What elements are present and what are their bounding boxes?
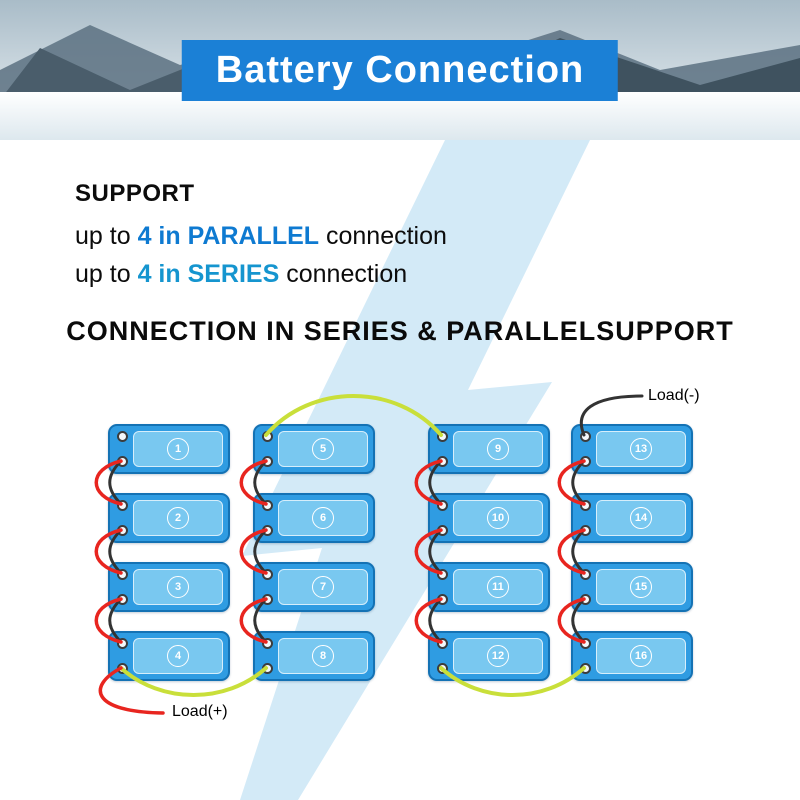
battery-10: 10 xyxy=(428,493,550,543)
battery-1: 1 xyxy=(108,424,230,474)
battery-number: 9 xyxy=(487,438,509,460)
positive-terminal xyxy=(262,594,273,605)
battery-11: 11 xyxy=(428,562,550,612)
battery-number: 2 xyxy=(167,507,189,529)
positive-terminal xyxy=(437,525,448,536)
battery-number: 6 xyxy=(312,507,334,529)
battery-number: 11 xyxy=(487,576,509,598)
positive-terminal xyxy=(117,594,128,605)
positive-terminal xyxy=(580,594,591,605)
parallel-suffix: connection xyxy=(319,222,447,250)
battery-number: 13 xyxy=(630,438,652,460)
battery-number: 16 xyxy=(630,645,652,667)
battery-9: 9 xyxy=(428,424,550,474)
battery-number: 4 xyxy=(167,645,189,667)
battery-3: 3 xyxy=(108,562,230,612)
support-line-parallel: up to 4 in PARALLEL connection xyxy=(75,222,447,251)
battery-13: 13 xyxy=(571,424,693,474)
negative-terminal xyxy=(117,638,128,649)
negative-terminal xyxy=(437,431,448,442)
negative-terminal xyxy=(437,569,448,580)
positive-terminal xyxy=(437,663,448,674)
battery-number: 10 xyxy=(487,507,509,529)
negative-terminal xyxy=(580,431,591,442)
battery-number: 3 xyxy=(167,576,189,598)
negative-terminal xyxy=(117,500,128,511)
positive-terminal xyxy=(262,663,273,674)
positive-terminal xyxy=(580,525,591,536)
parallel-highlight: 4 in PARALLEL xyxy=(137,222,320,250)
header-banner: Battery Connection xyxy=(0,0,800,140)
positive-terminal xyxy=(580,663,591,674)
battery-face: 12 xyxy=(453,638,543,674)
support-title: SUPPORT xyxy=(75,180,195,207)
battery-face: 15 xyxy=(596,569,686,605)
battery-number: 8 xyxy=(312,645,334,667)
positive-terminal xyxy=(262,456,273,467)
series-prefix: up to xyxy=(75,260,138,288)
positive-terminal xyxy=(117,456,128,467)
battery-face: 4 xyxy=(133,638,223,674)
negative-terminal xyxy=(262,569,273,580)
positive-terminal xyxy=(437,456,448,467)
battery-6: 6 xyxy=(253,493,375,543)
negative-terminal xyxy=(262,431,273,442)
series-suffix: connection xyxy=(279,260,408,288)
battery-face: 9 xyxy=(453,431,543,467)
battery-2: 2 xyxy=(108,493,230,543)
negative-terminal xyxy=(437,638,448,649)
negative-terminal xyxy=(117,431,128,442)
positive-terminal xyxy=(117,525,128,536)
battery-face: 10 xyxy=(453,500,543,536)
positive-terminal xyxy=(580,456,591,467)
positive-terminal xyxy=(117,663,128,674)
diagram-heading: CONNECTION IN SERIES & PARALLELSUPPORT xyxy=(66,316,734,346)
battery-face: 16 xyxy=(596,638,686,674)
battery-face: 2 xyxy=(133,500,223,536)
battery-14: 14 xyxy=(571,493,693,543)
battery-number: 12 xyxy=(487,645,509,667)
battery-number: 5 xyxy=(312,438,334,460)
battery-7: 7 xyxy=(253,562,375,612)
support-line-series: up to 4 in SERIES connection xyxy=(75,260,447,289)
battery-face: 6 xyxy=(278,500,368,536)
parallel-prefix: up to xyxy=(75,222,138,250)
load-negative-label: Load(-) xyxy=(648,387,700,404)
negative-terminal xyxy=(580,500,591,511)
battery-number: 15 xyxy=(630,576,652,598)
battery-face: 3 xyxy=(133,569,223,605)
battery-number: 14 xyxy=(630,507,652,529)
battery-16: 16 xyxy=(571,631,693,681)
positive-terminal xyxy=(437,594,448,605)
negative-terminal xyxy=(117,569,128,580)
battery-5: 5 xyxy=(253,424,375,474)
battery-face: 14 xyxy=(596,500,686,536)
battery-face: 8 xyxy=(278,638,368,674)
title-bar: Battery Connection xyxy=(181,40,619,101)
support-block: SUPPORT up to 4 in PARALLEL connection u… xyxy=(75,180,447,298)
battery-12: 12 xyxy=(428,631,550,681)
battery-face: 11 xyxy=(453,569,543,605)
battery-face: 5 xyxy=(278,431,368,467)
battery-number: 1 xyxy=(167,438,189,460)
negative-terminal xyxy=(437,500,448,511)
negative-terminal xyxy=(262,638,273,649)
negative-terminal xyxy=(580,638,591,649)
battery-face: 13 xyxy=(596,431,686,467)
battery-face: 1 xyxy=(133,431,223,467)
negative-terminal xyxy=(580,569,591,580)
negative-terminal xyxy=(262,500,273,511)
battery-number: 7 xyxy=(312,576,334,598)
battery-face: 7 xyxy=(278,569,368,605)
page-title: Battery Connection xyxy=(215,49,585,91)
battery-4: 4 xyxy=(108,631,230,681)
battery-8: 8 xyxy=(253,631,375,681)
series-highlight: 4 in SERIES xyxy=(137,260,280,288)
positive-terminal xyxy=(262,525,273,536)
load-positive-label: Load(+) xyxy=(172,703,228,720)
battery-15: 15 xyxy=(571,562,693,612)
